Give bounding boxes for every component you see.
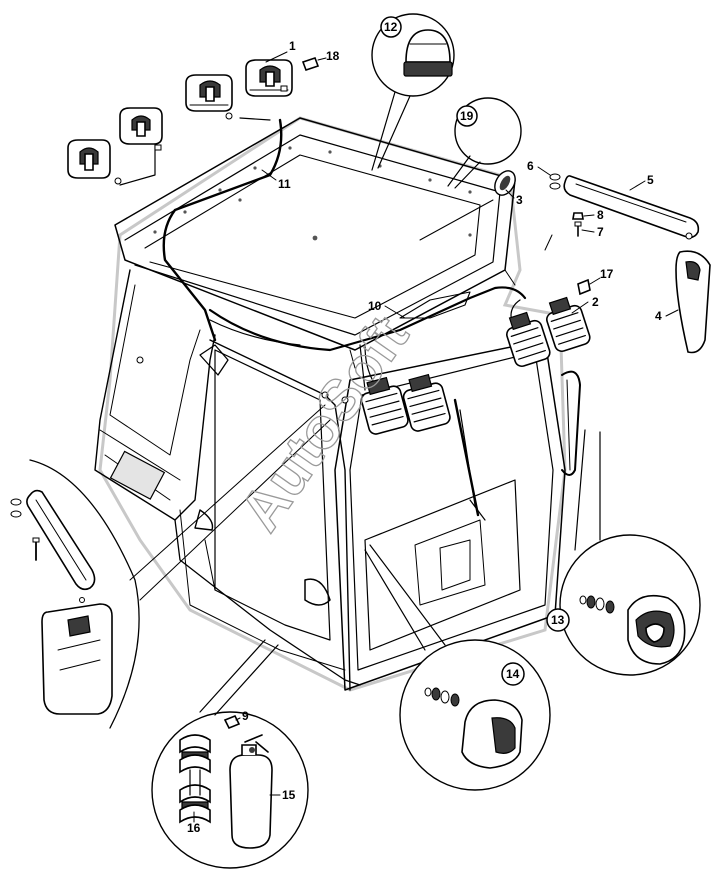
callout-12: 12 bbox=[384, 20, 398, 34]
callout-13: 13 bbox=[551, 613, 565, 627]
callout-11: 11 bbox=[278, 177, 291, 191]
callout-16: 16 bbox=[187, 821, 201, 835]
callout-labels: 1 2 3 4 5 6 7 8 9 10 11 12 13 bbox=[187, 16, 679, 835]
callout-19-badge bbox=[456, 105, 478, 127]
callout-13-badge bbox=[546, 608, 570, 632]
callout-8: 8 bbox=[597, 208, 604, 222]
callout-12-badge bbox=[380, 16, 402, 38]
callout-1: 1 bbox=[289, 39, 296, 53]
leader-lines bbox=[129, 199, 553, 601]
callout-4: 4 bbox=[655, 309, 662, 323]
right-mirror-assembly bbox=[549, 173, 711, 354]
callout-2: 2 bbox=[592, 295, 599, 309]
callout-19: 19 bbox=[460, 109, 474, 123]
callout-15: 15 bbox=[282, 788, 296, 802]
callout-5: 5 bbox=[647, 173, 654, 187]
detail-circle-rear-light bbox=[559, 429, 701, 676]
left-mirror-inset bbox=[10, 459, 140, 729]
callout-18: 18 bbox=[326, 49, 340, 63]
detail-circle-extinguisher bbox=[151, 639, 309, 869]
wiring-harness bbox=[119, 117, 527, 391]
callout-17: 17 bbox=[600, 267, 614, 281]
detail-circle-beacon bbox=[371, 13, 455, 171]
rear-work-lamps bbox=[67, 56, 320, 185]
front-work-lamps bbox=[360, 278, 591, 435]
callout-7: 7 bbox=[597, 225, 604, 239]
callout-14: 14 bbox=[506, 667, 520, 681]
callout-14-badge bbox=[501, 662, 525, 686]
callout-3: 3 bbox=[516, 193, 523, 207]
callout-9: 9 bbox=[242, 709, 249, 723]
callout-6: 6 bbox=[527, 159, 534, 173]
callout-10: 10 bbox=[368, 299, 382, 313]
